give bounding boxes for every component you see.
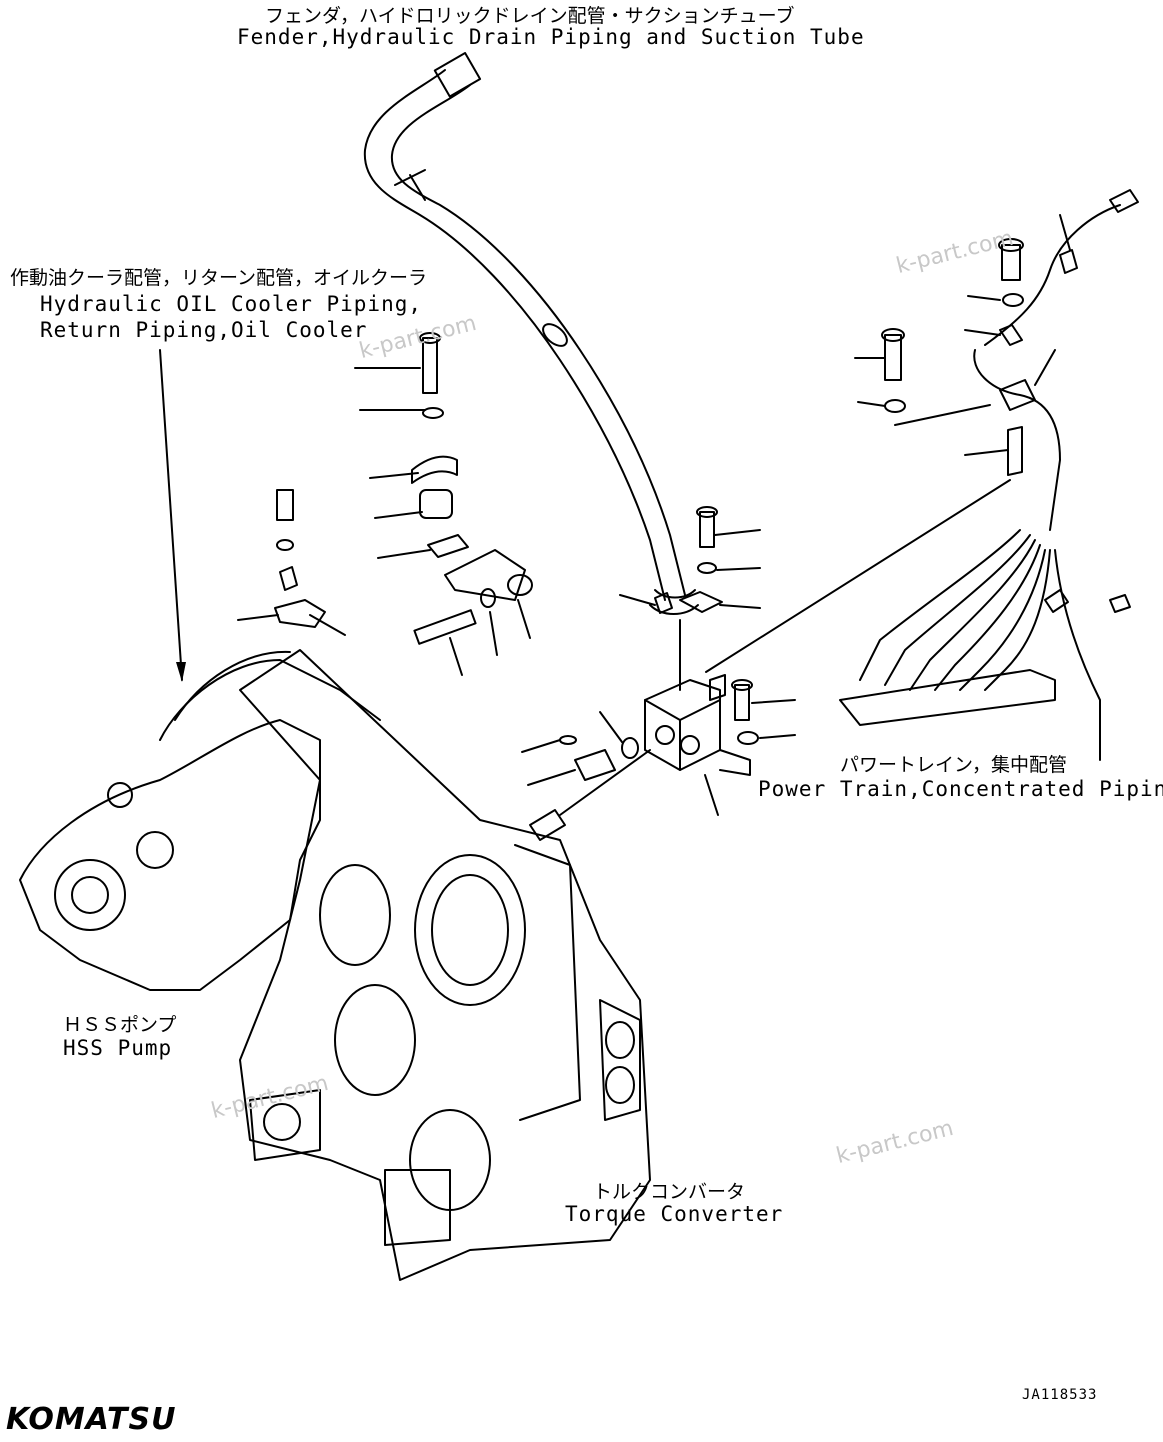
concentrated-block (521, 479, 1011, 841)
cooler-leader-line (159, 349, 183, 681)
drawing-code: JA118533 (1022, 1387, 1098, 1403)
power-train-piping (839, 189, 1139, 761)
cooler-label-jp: 作動油クーラ配管，リターン配管，オイルクーラ (10, 267, 428, 289)
komatsu-logo: KOMATSU (6, 1402, 177, 1437)
cooler-label-en-1: Hydraulic OIL Cooler Piping, (40, 292, 423, 316)
fender-label-jp: フェンダ，ハイドロリックドレイン配管・サクションチューブ (265, 5, 795, 27)
cooler-label-en-2: Return Piping,Oil Cooler (40, 318, 368, 342)
torque-converter (239, 649, 651, 1281)
cooler-arrowhead (176, 662, 186, 682)
pump-bolt-stack (237, 489, 346, 636)
power-train-label-en: Power Train,Concentrated Piping (758, 777, 1163, 801)
fender-label-en: Fender,Hydraulic Drain Piping and Suctio… (237, 25, 865, 49)
torque-converter-label-jp: トルクコンバータ (593, 1181, 746, 1203)
hss-pump-label-en: HSS Pump (63, 1036, 173, 1060)
power-train-label-jp: パワートレイン，集中配管 (840, 754, 1068, 776)
hss-pump-label-jp: ＨＳＳポンプ (63, 1014, 177, 1036)
suction-tube (363, 52, 699, 615)
hss-pump (19, 650, 381, 991)
torque-converter-label-en: Torque Converter (565, 1202, 784, 1226)
cooler-bolt-stack (354, 332, 533, 676)
